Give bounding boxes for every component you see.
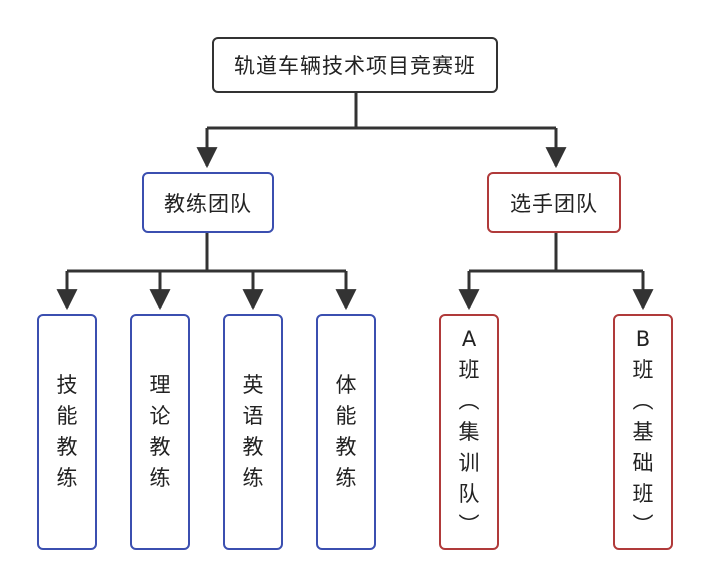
coach-member-node: 体能教练 — [316, 314, 376, 550]
root-node: 轨道车辆技术项目竞赛班 — [212, 37, 498, 93]
coach-member-node: 英语教练 — [223, 314, 283, 550]
root-label: 轨道车辆技术项目竞赛班 — [234, 54, 476, 78]
coach-team-node: 教练团队 — [142, 172, 274, 233]
coach-member-node: 理论教练 — [130, 314, 190, 550]
node-label: 体能教练 — [335, 373, 357, 490]
node-label: 英语教练 — [242, 373, 264, 490]
coach-member-node: 技能教练 — [37, 314, 97, 550]
player-team-label: 选手团队 — [510, 191, 598, 216]
player-team-node: 选手团队 — [487, 172, 621, 233]
node-label: 技能教练 — [56, 373, 78, 490]
coach-team-label: 教练团队 — [164, 191, 252, 216]
node-label: 理论教练 — [149, 373, 171, 490]
